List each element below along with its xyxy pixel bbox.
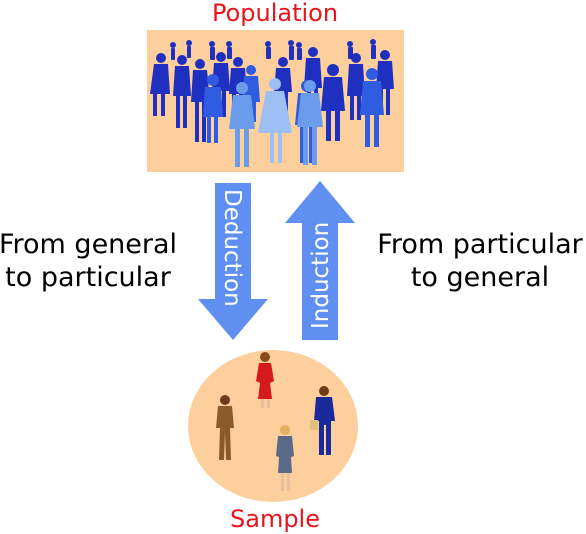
population-box [147,30,404,172]
deduction-label: Deduction [219,189,245,307]
right-caption: From particular to general [377,229,583,293]
left-caption-line2: to particular [5,262,172,293]
deduction-arrow: Deduction [198,183,268,340]
sample-person-brown [216,395,234,460]
sample-person-red [256,352,274,408]
sample-person-blue [310,386,335,455]
sample-person-grey [276,425,294,491]
population-label: Population [212,0,338,27]
induction-label: Induction [308,222,334,329]
sample-label: Sample [230,505,320,533]
right-caption-line2: to general [411,262,549,293]
left-caption: From general to particular [0,229,177,293]
sample-circle [188,350,358,502]
right-caption-line1: From particular [377,229,583,260]
induction-arrow: Induction [285,181,355,340]
crowd-silhouettes [150,39,394,167]
left-caption-line1: From general [0,229,177,260]
